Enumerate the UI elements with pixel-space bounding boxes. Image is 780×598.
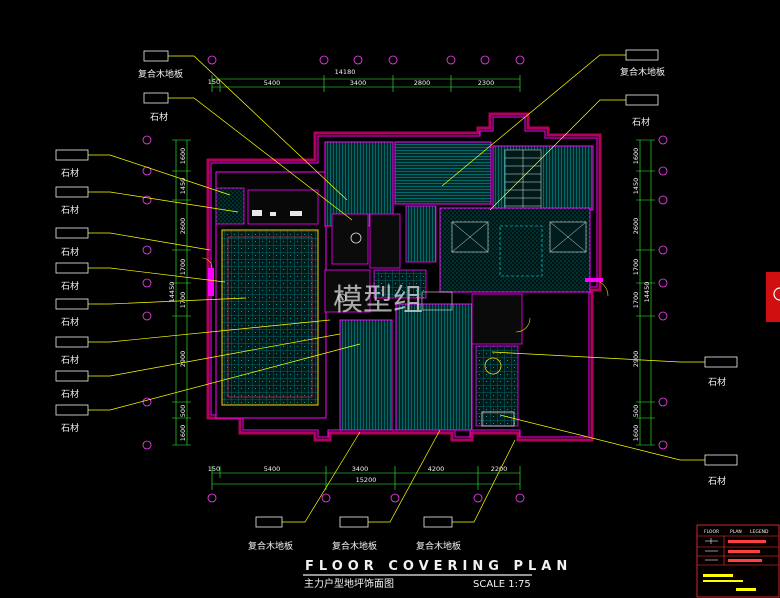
- dim-left-seg: 1700: [179, 292, 187, 309]
- leader-lines: [88, 54, 705, 523]
- dim-left-total: 14450: [168, 282, 176, 303]
- dim-right-seg: 1700: [632, 259, 640, 276]
- callout-label: 石材: [632, 116, 650, 128]
- drawing-title: FLOOR COVERING PLAN: [305, 559, 572, 574]
- grid-bubbles: [142, 55, 668, 503]
- dim-bottom-start: 150: [208, 465, 220, 473]
- dim-bottom-seg: 3400: [352, 465, 369, 473]
- dim-right-seg: 2900: [632, 351, 640, 368]
- dim-top-seg: 5400: [264, 79, 281, 87]
- dim-bottom-seg: 2200: [491, 465, 508, 473]
- callout-label: 石材: [61, 422, 79, 434]
- title-block: FLOOR COVERING PLAN 主力户型地坪饰面图 SCALE 1:75: [303, 559, 572, 590]
- floor-plan: [201, 112, 609, 442]
- legend-header: LEGEND: [750, 529, 769, 535]
- callout-label: 石材: [61, 280, 79, 292]
- dim-left-seg: 1600: [179, 148, 187, 165]
- callout-label: 复合木地板: [332, 540, 377, 552]
- callout-label: 石材: [708, 475, 726, 487]
- edge-tab: [766, 272, 780, 322]
- callout-label: 复合木地板: [248, 540, 293, 552]
- dim-right-seg: 1600: [632, 425, 640, 442]
- legend-header: FLOOR: [704, 529, 719, 535]
- callout-label: 石材: [61, 388, 79, 400]
- dim-right-total: 14450: [643, 282, 651, 303]
- watermark: 模型组: [333, 283, 423, 318]
- dim-top-seg: 3400: [350, 79, 367, 87]
- dim-bottom-total: 15200: [356, 476, 377, 484]
- callout-label: 石材: [61, 246, 79, 258]
- dim-bottom-seg: 5400: [264, 465, 281, 473]
- callout-labels: 复合木地板 石材 石材 石材 石材 石材 石材 石材 石材 石材 复合木地板 石…: [61, 66, 726, 552]
- dim-right-seg: 1700: [632, 292, 640, 309]
- dimension-labels: 14180 150 5400 3400 2800 2300 150 5400 3…: [168, 68, 651, 484]
- callout-label: 石材: [61, 354, 79, 366]
- dim-top-start: 150: [208, 78, 220, 86]
- dimension-lines: [172, 75, 655, 490]
- callout-label: 石材: [61, 204, 79, 216]
- callout-label: 石材: [708, 376, 726, 388]
- callout-tags: [55, 49, 738, 528]
- callout-label: 石材: [61, 316, 79, 328]
- callout-label: 复合木地板: [620, 66, 665, 78]
- callout-label: 石材: [150, 111, 168, 123]
- dim-left-seg: 1700: [179, 259, 187, 276]
- dim-top-seg: 2300: [478, 79, 495, 87]
- legend-panel: FLOOR PLAN LEGEND: [696, 524, 780, 598]
- dim-left-seg: 2900: [179, 351, 187, 368]
- dim-right-seg: 500: [632, 405, 640, 417]
- dim-top-seg: 2800: [414, 79, 431, 87]
- callout-label: 复合木地板: [416, 540, 461, 552]
- drawing-scale: SCALE 1:75: [473, 579, 531, 590]
- dim-left-seg: 1450: [179, 178, 187, 195]
- stair: [504, 149, 542, 215]
- dim-left-seg: 2600: [179, 218, 187, 235]
- dim-top-total: 14180: [335, 68, 356, 76]
- drawing-subtitle: 主力户型地坪饰面图: [304, 577, 394, 590]
- callout-label: 石材: [61, 167, 79, 179]
- callout-label: 复合木地板: [138, 68, 183, 80]
- dim-left-seg: 1600: [179, 425, 187, 442]
- dim-right-seg: 1450: [632, 178, 640, 195]
- legend-header: PLAN: [730, 529, 742, 535]
- dim-left-seg: 500: [179, 405, 187, 417]
- dim-bottom-seg: 4200: [428, 465, 445, 473]
- dim-right-seg: 2600: [632, 218, 640, 235]
- dim-right-seg: 1600: [632, 148, 640, 165]
